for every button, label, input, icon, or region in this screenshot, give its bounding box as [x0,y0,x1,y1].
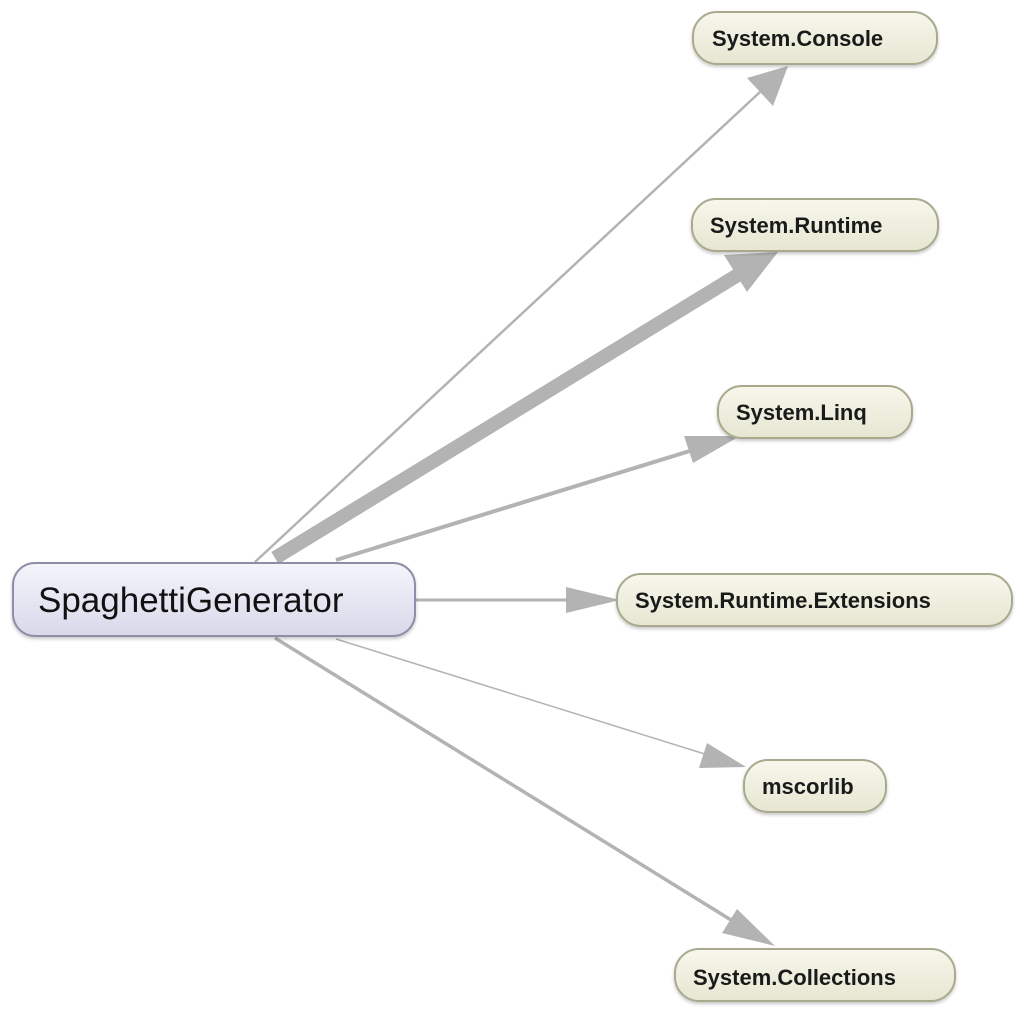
edge-root-to-linq [335,436,740,562]
dependency-node-runtime[interactable] [691,198,939,252]
dependency-node-collections[interactable] [674,948,956,1002]
dependency-node-linq-label: System.Linq [736,400,867,425]
dependency-node-console-label: System.Console [712,26,883,51]
edge-root-to-extensions [415,587,620,613]
edge-root-to-console [254,66,788,563]
dependency-node-extensions[interactable] [616,573,1013,627]
edge-root-to-runtime [271,252,778,564]
dependency-node-runtime-label: System.Runtime [710,213,882,238]
root-node-label: SpaghettiGenerator [38,581,344,620]
dependency-node-extensions-label: System.Runtime.Extensions [635,588,931,613]
dependency-node-console[interactable] [692,11,938,65]
root-node[interactable] [12,562,416,637]
dependency-node-mscorlib-label: mscorlib [762,774,854,799]
edges [254,66,788,946]
dependency-node-mscorlib[interactable] [743,759,887,813]
edge-root-to-mscorlib [335,638,746,768]
dependency-node-collections-label: System.Collections [693,965,896,990]
dependency-node-linq[interactable] [717,385,913,439]
edge-root-to-collections [274,636,775,946]
